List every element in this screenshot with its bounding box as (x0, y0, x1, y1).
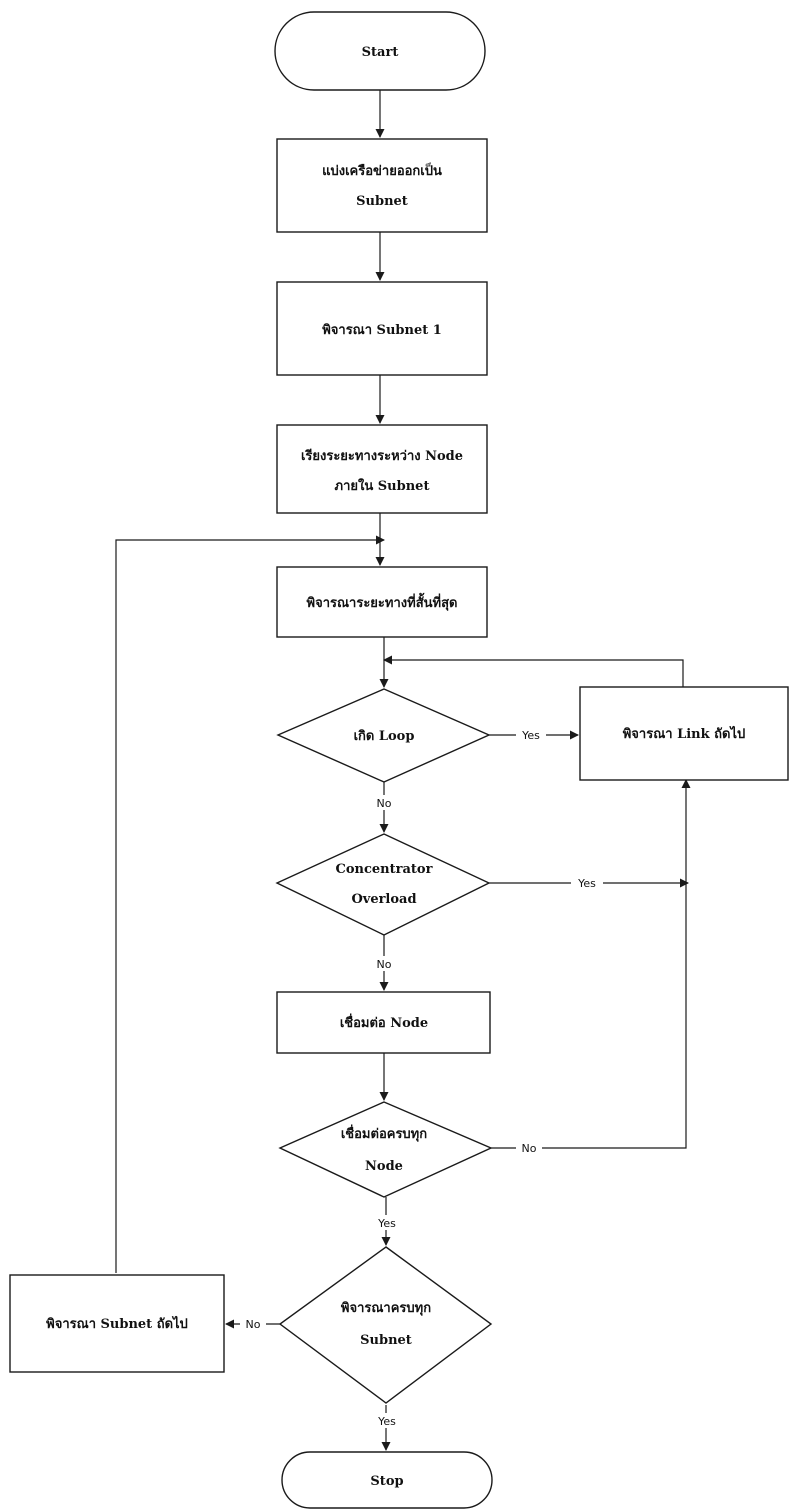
split-network-label-line1: แบ่งเครือข่ายออกเป็น (322, 161, 442, 179)
overload-decision-label-line1: Concentrator (336, 862, 433, 877)
edge-label-subnets-no: No (246, 1318, 261, 1331)
overload-decision-label-line2: Overload (351, 892, 416, 907)
overload-decision: Concentrator Overload (275, 833, 491, 936)
edge-label-overload-yes: Yes (577, 877, 596, 890)
edge-label-loop-yes: Yes (521, 729, 540, 742)
loop-decision-label: เกิด Loop (354, 729, 415, 744)
edge-label-loop-no: No (377, 797, 392, 810)
split-network-node: แบ่งเครือข่ายออกเป็น Subnet (276, 138, 488, 233)
sort-distances-label-line2: ภายใน Subnet (335, 477, 430, 494)
edge-label-connected-no: No (522, 1142, 537, 1155)
all-connected-label-line1: เชื่อมต่อครบทุก (341, 1124, 427, 1142)
all-subnets-label-line1: พิจารณาครบทุก (341, 1301, 431, 1316)
shortest-distance-label: พิจารณาระยะทางที่สั้นที่สุด (307, 592, 458, 611)
next-link-node: พิจารณา Link ถัดไป (579, 686, 789, 781)
next-subnet-node: พิจารณา Subnet ถัดไป (9, 1274, 225, 1373)
edge-label-subnets-yes: Yes (377, 1415, 396, 1428)
arrow-nextsubnet-back (115, 535, 385, 1273)
start-label: Start (362, 45, 399, 60)
consider-subnet-1-node: พิจารณา Subnet 1 (276, 281, 488, 376)
stop-label: Stop (370, 1474, 403, 1489)
sort-distances-label-line1: เรียงระยะทางระหว่าง Node (301, 448, 463, 464)
edge-label-overload-no: No (377, 958, 392, 971)
sort-distances-node: เรียงระยะทางระหว่าง Node ภายใน Subnet (276, 424, 488, 514)
all-connected-label-line2: Node (365, 1159, 403, 1174)
loop-decision: เกิด Loop (276, 688, 491, 783)
all-connected-decision: เชื่อมต่อครบทุก Node (278, 1101, 493, 1198)
arrow-connected-no (491, 779, 691, 1149)
all-subnets-label-line2: Subnet (360, 1333, 412, 1348)
arrow-nextlink-back (383, 655, 684, 687)
edge-labels: Yes No Yes No No Yes No Yes (240, 727, 603, 1428)
start-node: Start (274, 11, 486, 91)
edge-label-connected-yes: Yes (377, 1217, 396, 1230)
split-network-label-line2: Subnet (356, 194, 408, 209)
consider-subnet-1-label: พิจารณา Subnet 1 (322, 323, 442, 338)
all-subnets-decision: พิจารณาครบทุก Subnet (278, 1246, 493, 1404)
stop-node: Stop (281, 1451, 493, 1509)
shortest-distance-node: พิจารณาระยะทางที่สั้นที่สุด (276, 566, 488, 638)
next-link-label: พิจารณา Link ถัดไป (623, 725, 746, 742)
connect-node-label: เชื่อมต่อ Node (340, 1013, 428, 1031)
connect-node: เชื่อมต่อ Node (276, 991, 491, 1054)
next-subnet-label: พิจารณา Subnet ถัดไป (46, 1315, 188, 1332)
